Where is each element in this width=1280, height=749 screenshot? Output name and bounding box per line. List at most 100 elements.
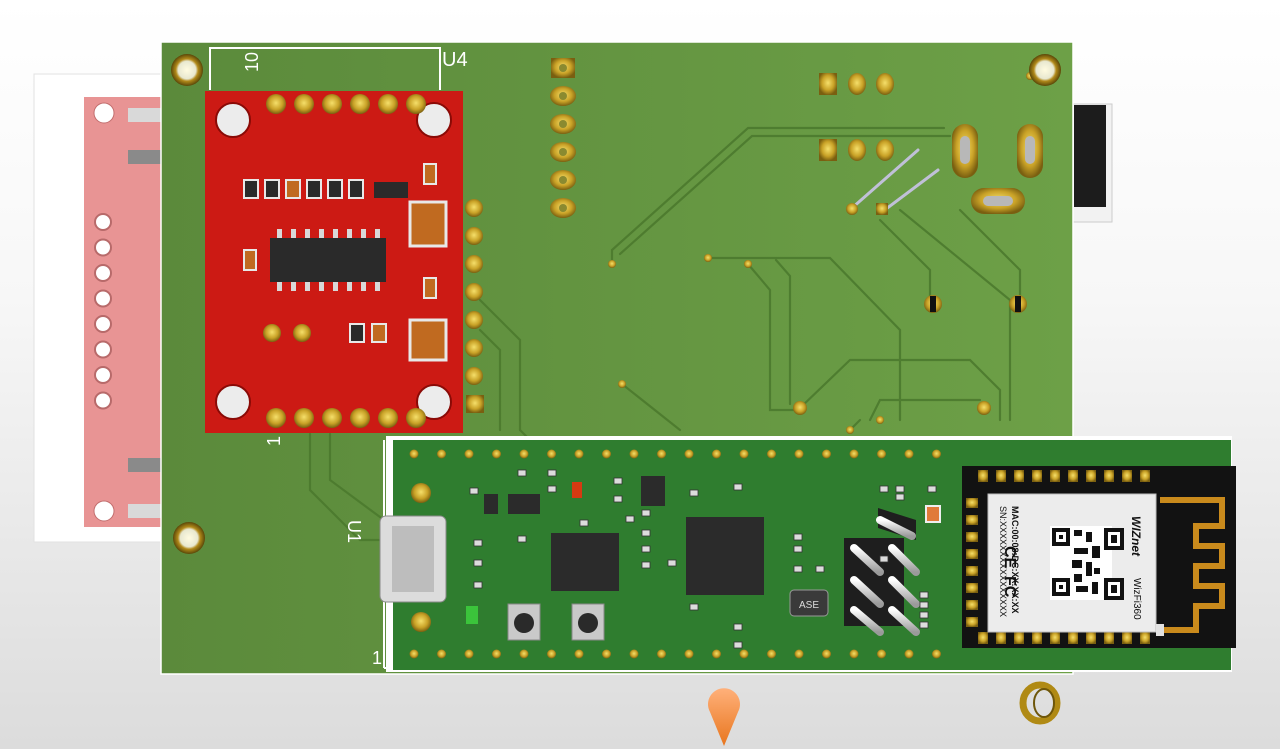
pico-pad-top [904,449,914,459]
wifi-pad-side [966,515,978,525]
sensor-pad-top [378,94,398,114]
connector-pin [94,315,112,333]
ic-pin [361,229,366,238]
pico-pad-bottom [574,649,584,659]
gold-ring [1019,681,1061,725]
ic-pin [305,229,310,238]
ic-pin [333,229,338,238]
sensor-pad-bottom [266,408,286,428]
smd-part [613,495,623,503]
smd-part [793,565,803,573]
smd-part [473,539,483,547]
side-connector-board [33,73,175,543]
wifi-pad-bottom [1104,632,1114,644]
smd-part [613,477,623,485]
pin-1-sensor-label: 1 [264,436,284,446]
wire-pad [876,203,888,215]
wifi-pad-bottom [996,632,1006,644]
ic-pin [361,282,366,291]
mac-label: MAC:00:08:DC:XX:XX:XX [1010,506,1020,614]
pico-mount-pad [411,483,431,503]
sensor-board [205,91,463,433]
connector-pin [94,238,112,257]
smd-part [689,603,699,611]
connector-pin [94,289,112,308]
wifi-pad-bottom [1014,632,1024,644]
header-pad [550,142,576,162]
smd-part [879,485,889,493]
wifi-pad-side [966,617,978,627]
connector-pin [94,264,112,282]
pico-pad-top [712,449,721,459]
pico-pad-bottom [904,649,914,659]
pad-hole [559,148,567,156]
smd-part [895,493,905,501]
smd-resistor [264,179,280,199]
smd-part [793,545,803,553]
ic-pin [277,229,282,238]
ic-pin [277,282,282,291]
wifi-pad-bottom [1050,632,1060,644]
smd-part [733,623,743,631]
wire-pad [846,203,858,215]
sensor-header-pin [466,395,484,413]
wifi-pad-top [1014,470,1024,482]
wifi-pad-side [966,549,978,559]
pico-pad-top [657,449,666,459]
pico-pad-bottom [437,649,446,659]
pico-pad-top [409,449,419,459]
connector-pad [876,139,894,161]
wifi-pad-side [966,583,978,593]
smd-part [793,533,803,541]
sensor-pad-bottom [406,408,426,428]
ic-pin [305,282,310,291]
pad-hole [559,204,567,212]
connector-pin [94,391,112,410]
via [846,426,854,434]
pico-pad-bottom [794,649,804,659]
smd-part [547,485,557,493]
smd-part [879,555,889,563]
ic-pin [347,282,352,291]
brand-label: WIZnet [1129,516,1143,557]
via [618,380,626,388]
pico-pad-top [739,449,749,459]
ic-pin [319,229,324,238]
pico-pad-bottom [492,649,501,659]
pico-pad-top [794,449,804,459]
via [793,401,807,415]
header-pad [551,58,575,78]
smd-part [517,535,527,543]
sensor-header-pin [465,199,483,217]
pico-pad-top [684,449,694,459]
origin-marker [708,688,740,746]
pico-pad-top [519,449,529,459]
header-pad [550,198,576,218]
pico-pad-bottom [602,649,611,659]
pico-pad-bottom [657,649,666,659]
pico-pad-bottom [932,649,941,659]
pico-pad-top [437,449,446,459]
ic-pin [333,282,338,291]
smd-part [579,519,589,527]
wifi-pad-side [966,532,978,542]
smd-resistor [285,179,301,199]
sensor-header-pin [465,227,483,245]
pico-pad-top [629,449,639,459]
via [704,254,712,262]
pico-pad-top [877,449,886,459]
sensor-pad-bottom [378,408,398,428]
pin-10-label: 10 [242,52,262,72]
smd-part [919,601,929,609]
pico-pad-bottom [849,649,859,659]
pico-mount-pad [411,612,431,632]
smd-part [689,489,699,497]
sensor-pad-bottom [322,408,342,428]
pico-pad-bottom [767,649,776,659]
smd-part [641,561,651,569]
wifi-pad-bottom [1068,632,1078,644]
sensor-pad-top [406,94,426,114]
pico-pad-top [547,449,556,459]
